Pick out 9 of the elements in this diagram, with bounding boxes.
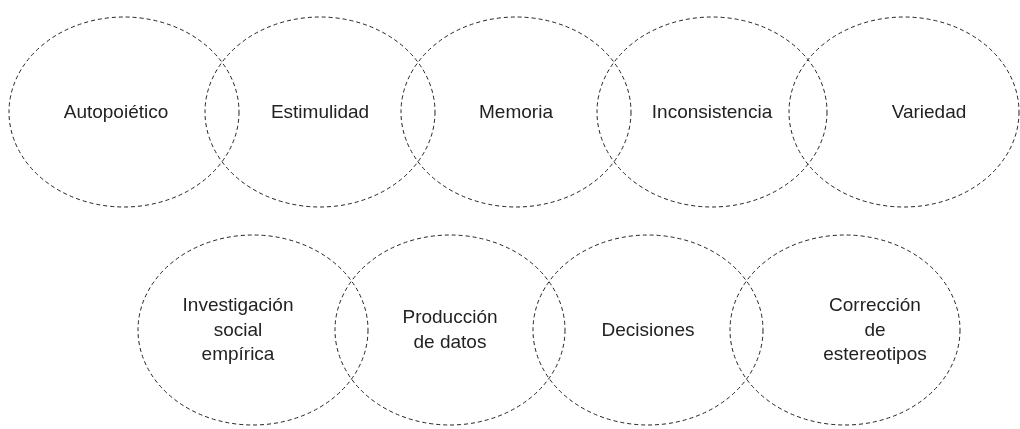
ellipse-label: Memoria [478, 99, 554, 124]
ellipse-label: Estimulidad [269, 99, 371, 124]
ellipse-label: Producción de datos [401, 305, 499, 354]
ellipse-label: Autopoiético [62, 99, 170, 124]
ellipse-label: Investigación social empírica [181, 292, 295, 367]
ellipse-label: Variedad [890, 99, 968, 124]
ellipse-label: Corrección de estereotipos [822, 292, 928, 367]
ellipse-label: Inconsistencia [650, 99, 774, 124]
ellipse-label: Decisiones [600, 317, 696, 342]
